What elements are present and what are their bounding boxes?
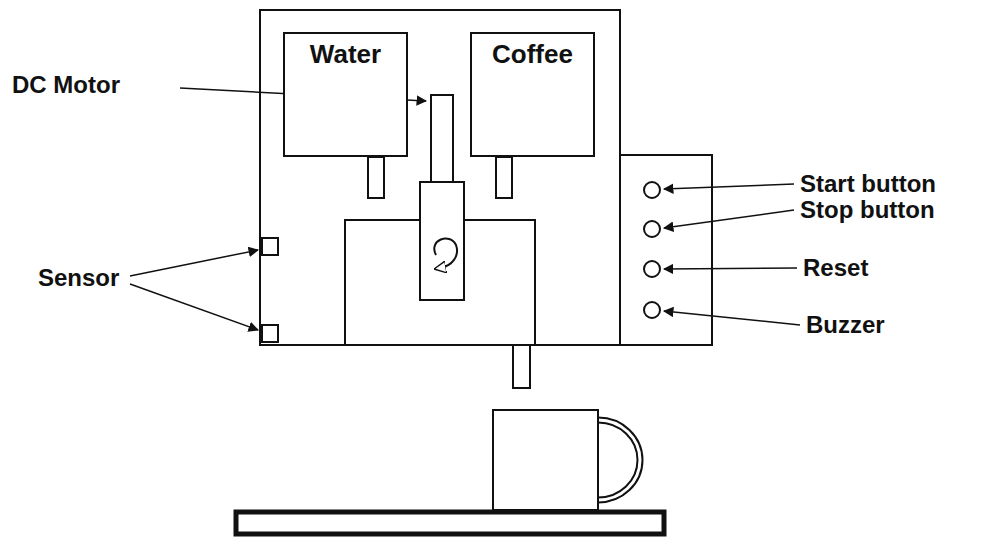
button-label: Stop button (800, 197, 935, 223)
leader-line (664, 210, 794, 228)
leader-line (664, 311, 800, 325)
button-label: Buzzer (806, 312, 885, 338)
leader-line (664, 184, 794, 189)
rotation-arrow (434, 238, 457, 268)
motor-shaft (431, 95, 453, 185)
motor-body (420, 182, 464, 300)
tank-label: Water (285, 34, 406, 69)
part-label: DC Motor (12, 72, 120, 98)
button-label: Reset (803, 255, 868, 281)
base-plate (236, 512, 664, 534)
leader-line (130, 250, 258, 276)
button-label: Start button (800, 171, 936, 197)
stop-button (644, 221, 660, 237)
tank-box: Water (283, 32, 408, 157)
buzzer (644, 302, 660, 318)
leader-line (664, 268, 797, 269)
cup (493, 410, 598, 510)
machine-housing (260, 10, 620, 345)
tank-box: Coffee (470, 32, 595, 157)
coffee-spout (496, 157, 512, 198)
leader-line (130, 284, 258, 330)
start-button (644, 182, 660, 198)
outlet-spout (513, 345, 530, 388)
control-panel (620, 155, 712, 345)
sensor-block (262, 238, 278, 255)
cup-handle-inner (598, 420, 640, 500)
sensor-block (262, 325, 278, 342)
water-spout (368, 157, 384, 198)
tank-label: Coffee (472, 34, 593, 69)
reset-button (644, 261, 660, 277)
part-label: Sensor (38, 265, 119, 291)
cup-handle-outer (598, 420, 640, 500)
